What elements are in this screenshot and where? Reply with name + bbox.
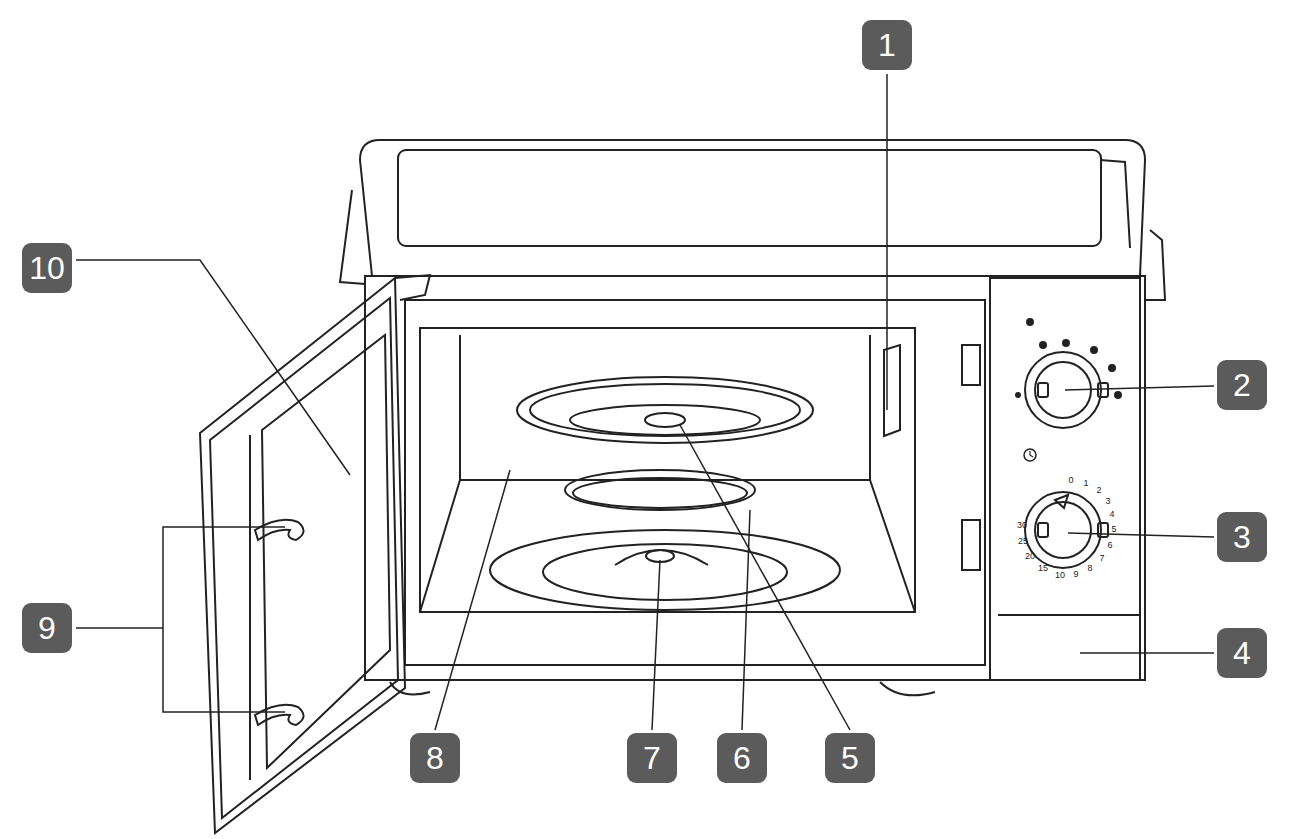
oven-cavity-part — [405, 300, 985, 665]
callout-number: 3 — [1217, 512, 1267, 562]
leader-lines — [76, 74, 1214, 730]
microwave-body-part — [1100, 160, 1130, 248]
control-panel-part — [1091, 347, 1097, 353]
turntable-parts-part — [565, 470, 755, 510]
microwave-body-part — [340, 190, 365, 284]
microwave-body-part — [365, 276, 1145, 680]
control-panel-part — [1109, 365, 1115, 371]
microwave-body-part — [1145, 230, 1165, 300]
control-panel-part — [1098, 383, 1108, 397]
control-panel-part — [1115, 392, 1121, 398]
timer-mark: 30 — [1017, 520, 1027, 530]
control-panel-part — [1035, 502, 1091, 558]
microwave-body-part — [398, 150, 1101, 246]
leader-lines-part — [435, 470, 510, 730]
turntable-parts — [490, 377, 840, 610]
control-panel-part — [1024, 449, 1036, 461]
timer-mark: 10 — [1055, 570, 1065, 580]
control-panel-part — [990, 278, 1140, 680]
turntable-parts-part — [530, 384, 800, 436]
callout-number: 8 — [410, 733, 460, 783]
callout-number: 2 — [1217, 360, 1267, 410]
turntable-parts-part — [570, 405, 760, 435]
control-panel-part — [1038, 523, 1048, 537]
control-panel-part — [1016, 393, 1020, 397]
timer-mark: 20 — [1025, 551, 1035, 561]
callout-number: 1 — [862, 20, 912, 70]
oven-cavity — [405, 300, 985, 665]
leader-lines-part — [652, 560, 660, 730]
leader-lines-part — [886, 74, 888, 410]
oven-cavity-part — [962, 520, 980, 570]
microwave-body — [340, 140, 1165, 695]
control-panel — [990, 278, 1140, 680]
leader-lines-part — [163, 527, 285, 712]
timer-mark: 1 — [1083, 478, 1088, 488]
door-part — [249, 435, 251, 780]
oven-cavity-part — [420, 328, 915, 612]
leader-lines-part — [1068, 533, 1214, 537]
leader-lines-part — [76, 260, 350, 475]
timer-mark: 4 — [1109, 509, 1114, 519]
callout-number: 5 — [825, 733, 875, 783]
control-panel-part — [1063, 340, 1069, 346]
timer-mark: 15 — [1038, 563, 1048, 573]
turntable-parts-part — [490, 530, 840, 610]
callout-number: 6 — [717, 733, 767, 783]
callout-number: 10 — [22, 243, 72, 293]
door-part — [210, 298, 398, 818]
timer-mark: 7 — [1099, 553, 1104, 563]
control-panel-part — [1038, 383, 1048, 397]
timer-mark: 5 — [1111, 524, 1116, 534]
door-latch-hooks-part — [255, 705, 304, 725]
door-part — [395, 275, 430, 300]
timer-mark: 9 — [1073, 569, 1078, 579]
microwave-body-part — [360, 140, 1145, 276]
control-panel-part — [1040, 342, 1046, 348]
oven-cavity-part — [420, 480, 915, 612]
control-panel-part — [1055, 495, 1068, 508]
timer-mark: 3 — [1105, 496, 1110, 506]
timer-mark: 6 — [1107, 540, 1112, 550]
turntable-parts-part — [573, 478, 747, 508]
door-latch-hooks — [255, 520, 304, 725]
control-panel-part — [1025, 492, 1101, 568]
control-panel-part — [1030, 451, 1033, 457]
leader-lines-part — [1080, 652, 1214, 654]
leader-lines-part — [1065, 386, 1214, 390]
callout-number: 9 — [22, 603, 72, 653]
timer-mark: 0 — [1068, 475, 1073, 485]
leader-lines-part — [76, 627, 163, 629]
control-panel-part — [1098, 523, 1108, 537]
turntable-parts-part — [615, 550, 708, 565]
control-panel-part — [1027, 319, 1033, 325]
turntable-parts-part — [645, 413, 685, 427]
control-panel-part — [998, 614, 1140, 616]
timer-mark: 8 — [1087, 563, 1092, 573]
callout-number: 4 — [1217, 628, 1267, 678]
door-latch-hooks-part — [255, 520, 304, 540]
door-part — [200, 278, 405, 833]
leader-lines-part — [680, 425, 850, 730]
oven-cavity-part — [962, 345, 980, 385]
door — [200, 275, 430, 833]
turntable-parts-part — [517, 377, 813, 443]
oven-cavity-part — [460, 335, 870, 480]
callout-number: 7 — [627, 733, 677, 783]
timer-mark: 25 — [1018, 536, 1028, 546]
door-part — [262, 335, 390, 768]
microwave-body-part — [390, 682, 935, 695]
timer-mark: 2 — [1096, 485, 1101, 495]
